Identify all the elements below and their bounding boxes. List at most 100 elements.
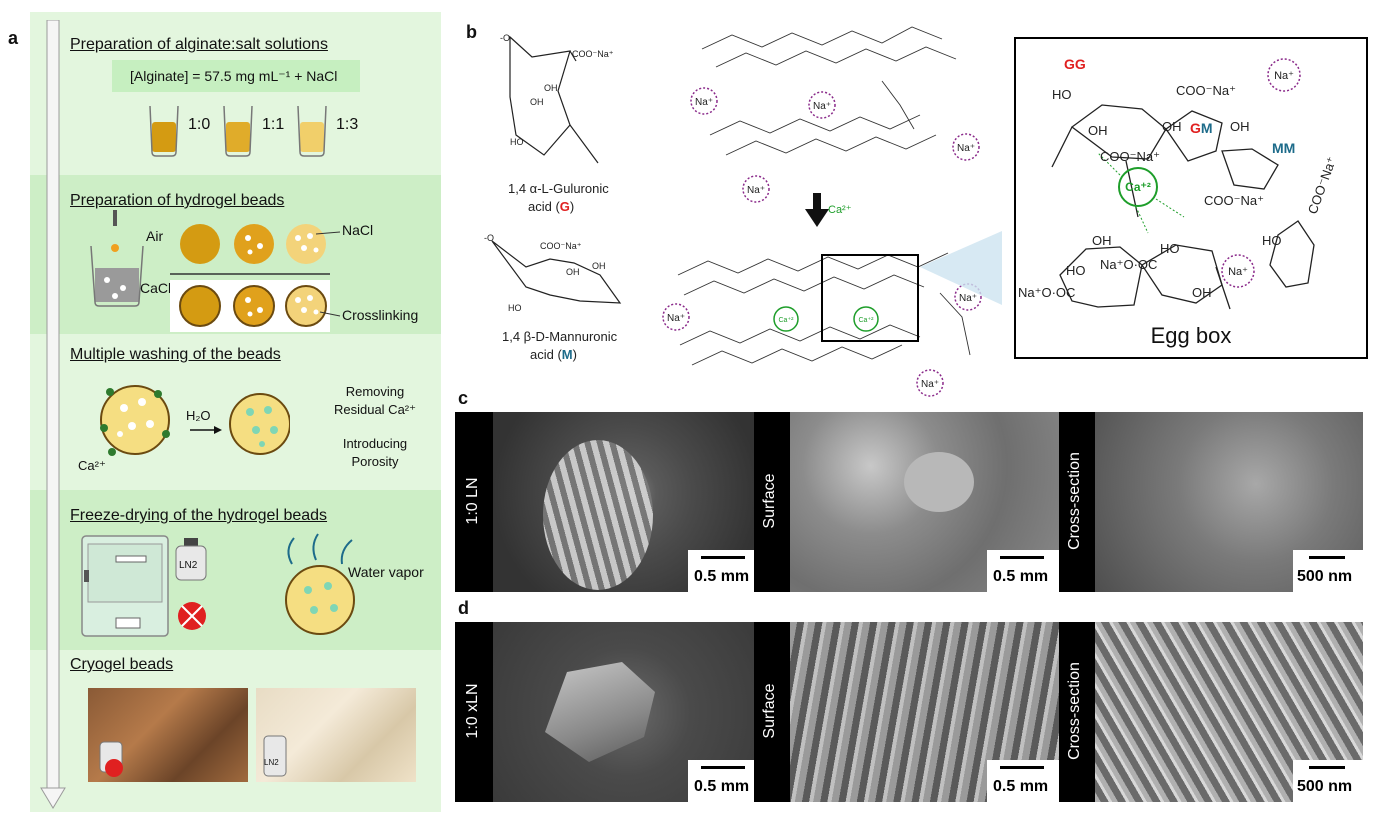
concentration-text: [Alginate] = 57.5 mg mL⁻¹ + NaCl	[130, 68, 338, 84]
g-oh-label: OH	[544, 83, 558, 93]
cross-section-label-d: Cross-section	[1066, 662, 1083, 760]
g-o-label: -O	[500, 33, 510, 43]
na-ion-label: Na⁺	[921, 379, 939, 390]
ca-ion-label: Ca⁺²	[859, 317, 875, 324]
egg-coona-label: COO⁻Na⁺	[1100, 149, 1160, 164]
alginate-chain-top	[701, 26, 957, 156]
panel-letter-c: c	[458, 388, 469, 408]
g-oh2-label: OH	[530, 97, 544, 107]
egg-naooc-label: Na⁺O·OC	[1100, 257, 1157, 272]
scale-bar	[701, 766, 745, 769]
mannuronic-structure	[491, 240, 622, 304]
alginate-chemistry-diagram: -O COO⁻Na⁺ OH HO OH -O COO⁻Na⁺ OH HO OH	[484, 26, 1002, 397]
egg-box-title: Egg box	[1150, 323, 1232, 348]
scale-label: 0.5 mm	[694, 778, 750, 795]
gm-label: GM	[1190, 120, 1213, 136]
na-ion-label: Na⁺	[813, 101, 831, 112]
g-ho-label: HO	[510, 137, 524, 147]
m-oh-label: OH	[592, 261, 606, 271]
g-coona-label: COO⁻Na⁺	[572, 49, 614, 59]
zoom-callout	[920, 231, 1002, 305]
ratio-1-3: 1:3	[336, 116, 359, 133]
removing-line-2: Residual Ca²⁺	[333, 402, 416, 417]
ln2-bottle-icon	[175, 538, 207, 630]
introducing-line-2: Porosity	[351, 454, 399, 469]
freeze-dryer-icon	[81, 535, 169, 637]
mannuronic-caption-2: acid (M)	[530, 347, 577, 362]
sem-d-cross-section: Cross-section 500 nm	[1059, 622, 1363, 802]
egg-oh-label: OH	[1092, 233, 1112, 248]
ca-ion-label: Ca⁺²	[779, 317, 795, 324]
alginate-chain-bottom	[677, 252, 971, 366]
egg-box-detail-panel: Na⁺ Na⁺ Ca⁺² HO OH COO⁻Na⁺ OH OH COO⁻Na⁺…	[1014, 37, 1368, 359]
step5-title: Cryogel beads	[70, 656, 174, 673]
drying-bead-icon	[285, 533, 355, 635]
egg-coona-label: COO⁻Na⁺	[1305, 155, 1340, 216]
m-ho-label: HO	[508, 303, 522, 313]
egg-ho-label: HO	[1160, 241, 1180, 256]
guluronic-caption: 1,4 α-L-Guluronic	[508, 181, 609, 196]
crosslinking-label: Crosslinking	[342, 307, 419, 323]
egg-naooc-label: Na⁺O·OC	[1018, 285, 1075, 300]
scale-bar	[701, 556, 745, 559]
sem-c-cross-section: Cross-section 500 nm	[1059, 412, 1363, 592]
egg-oh-label: OH	[1088, 123, 1108, 138]
mm-label: MM	[1272, 140, 1295, 156]
egg-oh-label: OH	[1230, 119, 1250, 134]
washing-diagram	[100, 385, 290, 456]
scale-bar	[1000, 766, 1044, 769]
beaker-icon	[223, 105, 253, 157]
ratio-1-0: 1:0	[188, 116, 211, 133]
guluronic-caption-2: acid (G)	[528, 199, 574, 214]
step1-title: Preparation of alginate:salt solutions	[70, 36, 328, 53]
process-arrow	[40, 20, 66, 809]
water-vapor-label: Water vapor	[348, 564, 424, 580]
guluronic-structure	[509, 35, 599, 164]
concentration-box	[112, 60, 360, 92]
egg-coona-label: COO⁻Na⁺	[1204, 193, 1264, 208]
na-ion-label: Na⁺	[747, 185, 765, 196]
na-ion-label: Na⁺	[957, 143, 975, 154]
gg-label: GG	[1064, 56, 1086, 72]
step4-title: Freeze-drying of the hydrogel beads	[70, 507, 328, 524]
removing-line-1: Removing	[345, 384, 405, 399]
sem-c-whole-bead: 1:0 LN 0.5 mm	[455, 412, 760, 592]
sodium-ions	[662, 87, 982, 397]
egg-ho-label: HO	[1262, 233, 1282, 248]
egg-ho-label: HO	[1052, 87, 1072, 102]
egg-na-label: Na⁺	[1274, 70, 1294, 82]
na-ion-label: Na⁺	[959, 293, 977, 304]
ln2-label: LN2	[179, 560, 198, 571]
m-o-label: -O	[484, 233, 494, 243]
egg-box-zoom-frame	[821, 254, 919, 342]
scale-bar	[1309, 766, 1345, 769]
sample-label-d: 1:0 xLN	[464, 683, 481, 739]
na-ion-label: Na⁺	[695, 97, 713, 108]
scale-label: 500 nm	[1297, 778, 1353, 795]
sem-d-surface: Surface 0.5 mm	[754, 622, 1059, 802]
surface-label-c: Surface	[761, 473, 778, 529]
scale-bar	[1000, 556, 1044, 559]
workflow-panel: Preparation of alginate:salt solutions […	[30, 12, 441, 812]
m-oh2-label: OH	[566, 267, 580, 277]
na-ion-label: Na⁺	[667, 313, 685, 324]
panel-letter-b: b	[466, 22, 477, 42]
introducing-line-1: Introducing	[342, 436, 408, 451]
cross-section-label-c: Cross-section	[1066, 452, 1083, 550]
no-ln2-icon	[99, 741, 123, 777]
egg-coona-label: COO⁻Na⁺	[1176, 83, 1236, 98]
m-coona-label: COO⁻Na⁺	[540, 241, 582, 251]
air-label: Air	[146, 228, 164, 244]
cacl2-label: CaCl₂	[140, 280, 177, 296]
step3-title: Multiple washing of the beads	[70, 346, 281, 363]
scale-label: 0.5 mm	[993, 778, 1049, 795]
mannuronic-caption: 1,4 β-D-Mannuronic	[502, 329, 618, 344]
gelation-arrow	[805, 193, 829, 227]
beaker-icon	[149, 105, 179, 157]
cryogel-photo-ln2: LN2	[256, 688, 416, 782]
nacl-label: NaCl	[342, 222, 374, 238]
ln2-bottle-icon	[263, 735, 287, 777]
scale-label: 0.5 mm	[993, 568, 1049, 585]
beakers-row	[149, 105, 327, 157]
egg-oh-label: OH	[1162, 119, 1182, 134]
